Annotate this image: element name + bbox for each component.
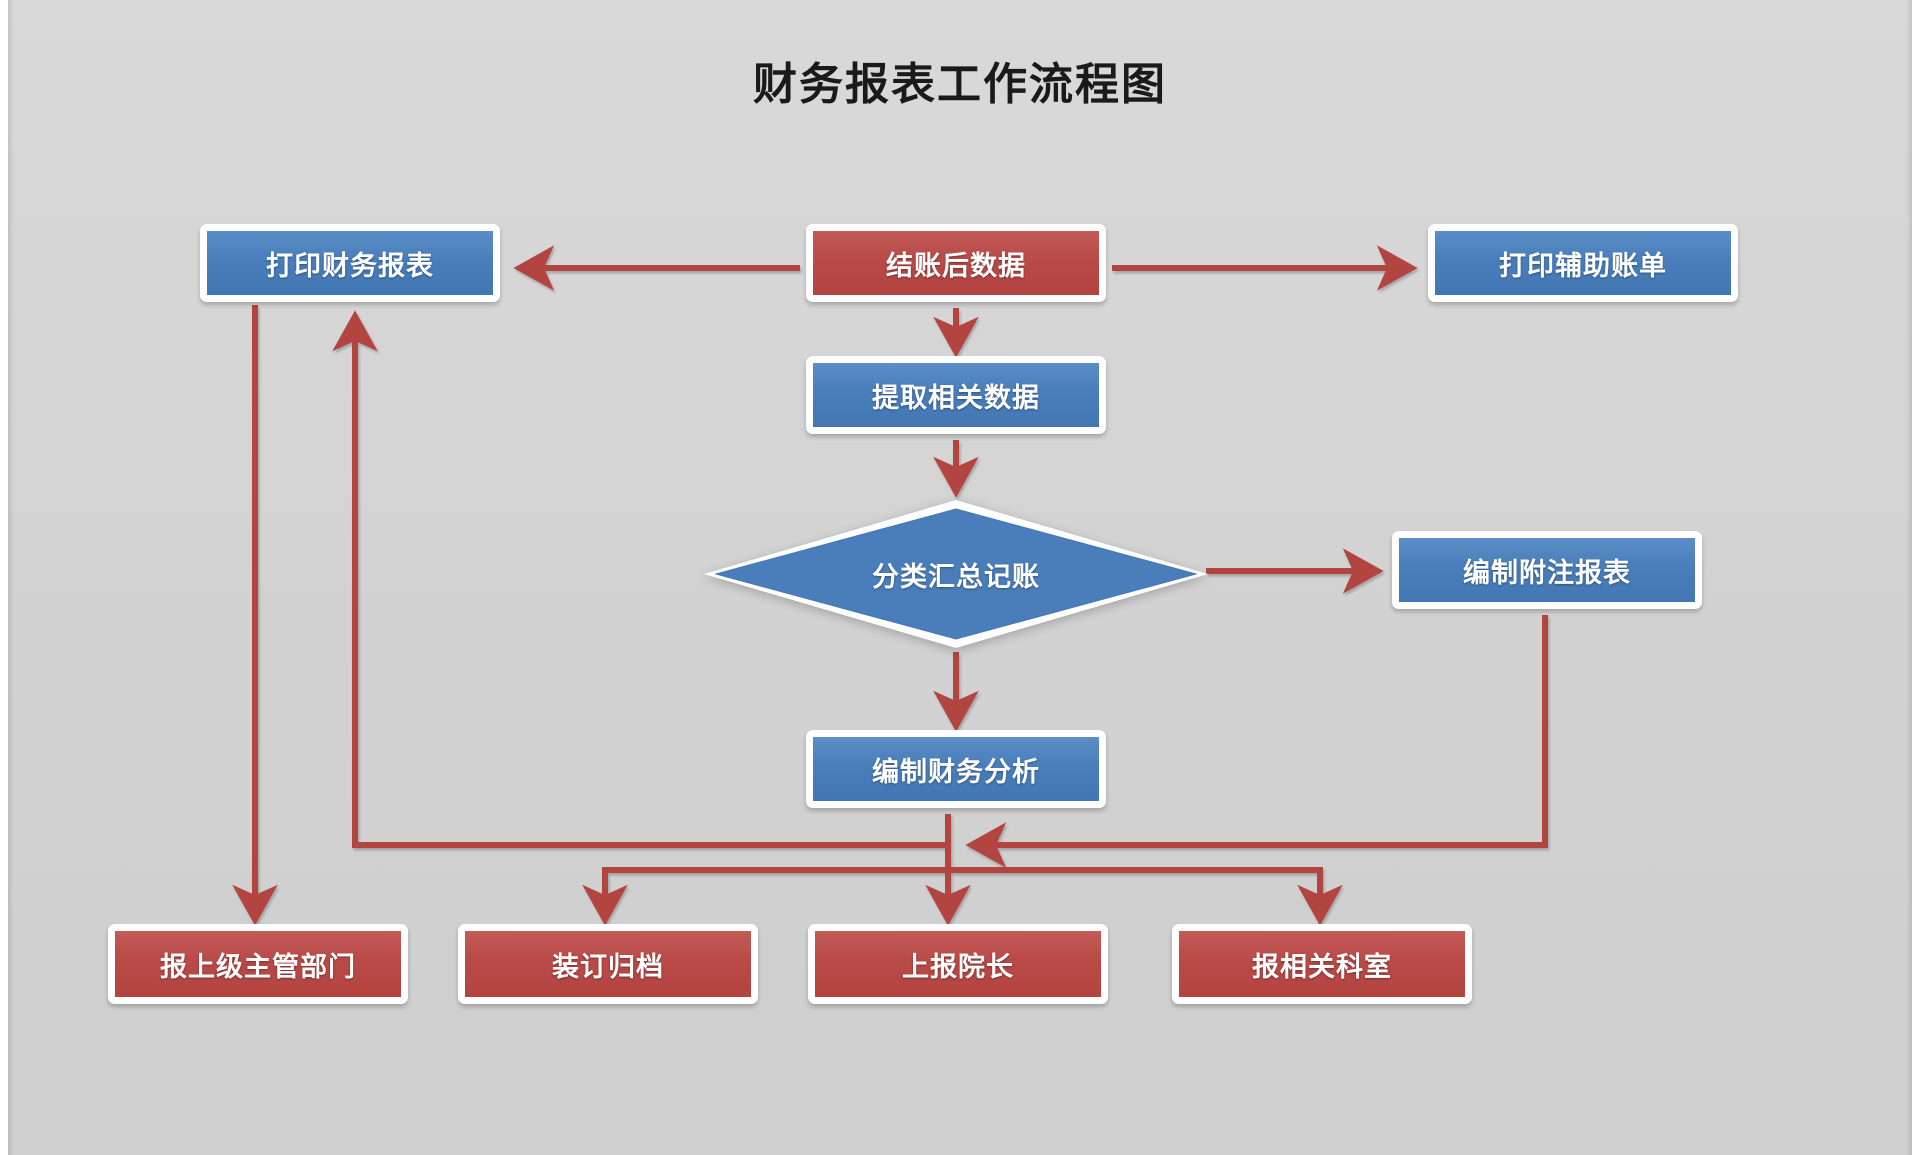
edge-bus-to-bindarchive (582, 867, 948, 926)
node-classify-summarize[interactable]: 分类汇总记账 (700, 496, 1212, 652)
node-label: 打印财务报表 (266, 250, 434, 281)
diamond-shape (704, 500, 1208, 648)
node-extract-data[interactable]: 提取相关数据 (806, 356, 1106, 434)
left-edge-shadow (8, 0, 14, 1155)
node-label: 编制财务分析 (872, 756, 1040, 787)
node-label: 装订归档 (552, 951, 664, 982)
node-print-aux-bill[interactable]: 打印辅助账单 (1428, 224, 1738, 302)
node-report-departments[interactable]: 报相关科室 (1172, 924, 1472, 1004)
page-title: 财务报表工作流程图 (753, 60, 1167, 109)
node-label: 上报院长 (902, 951, 1014, 982)
edge-bus-to-reportdepartments (948, 867, 1343, 926)
node-bind-archive[interactable]: 装订归档 (458, 924, 758, 1004)
node-closing-data[interactable]: 结账后数据 (806, 224, 1106, 302)
node-label: 打印辅助账单 (1499, 250, 1667, 281)
node-label: 报相关科室 (1252, 951, 1392, 982)
node-label: 编制附注报表 (1463, 557, 1631, 588)
node-label: 报上级主管部门 (160, 951, 356, 982)
node-prepare-notes[interactable]: 编制附注报表 (1392, 531, 1702, 609)
node-label: 提取相关数据 (872, 382, 1040, 413)
node-label: 结账后数据 (886, 250, 1026, 281)
node-report-superior[interactable]: 报上级主管部门 (108, 924, 408, 1004)
node-prepare-analysis[interactable]: 编制财务分析 (806, 730, 1106, 808)
node-report-director[interactable]: 上报院长 (808, 924, 1108, 1004)
node-print-fin-report[interactable]: 打印财务报表 (200, 224, 500, 302)
right-edge-shadow (1906, 0, 1912, 1155)
